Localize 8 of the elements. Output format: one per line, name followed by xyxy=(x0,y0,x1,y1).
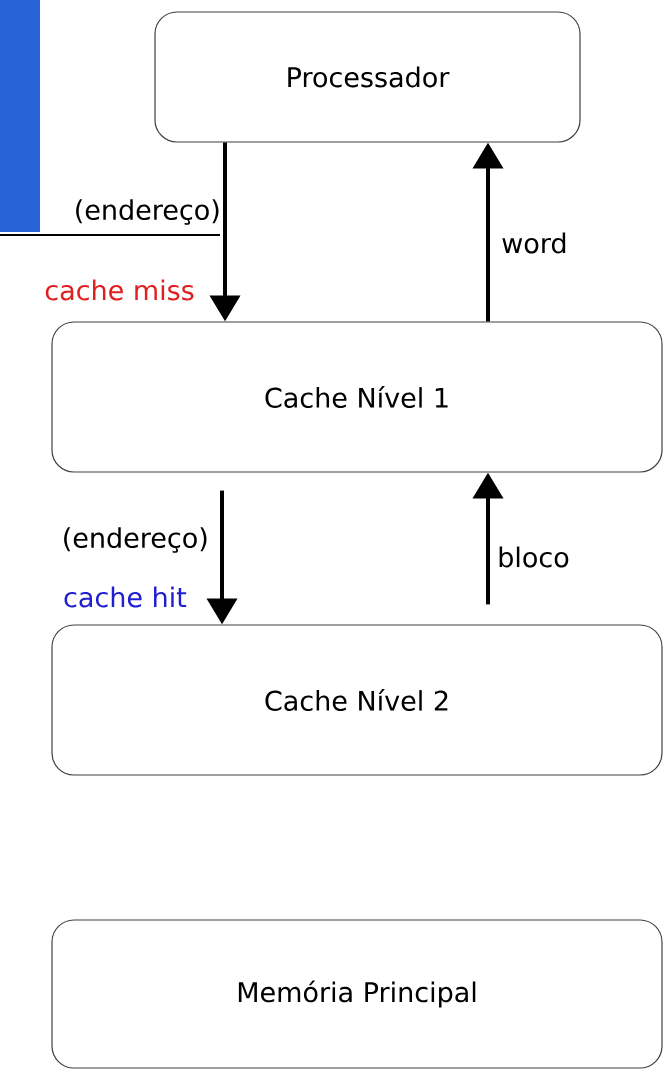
process-box: Memória Principal xyxy=(51,919,663,1069)
process-box: Cache Nível 2 xyxy=(51,624,663,776)
edge-label: (endereço) xyxy=(64,527,207,553)
process-box: Cache Nível 1 xyxy=(51,321,663,473)
edge-label: (endereço) xyxy=(76,199,219,225)
edge-label: bloco xyxy=(499,546,569,568)
edge-label: word xyxy=(502,232,566,254)
process-box: Processador xyxy=(154,11,581,143)
